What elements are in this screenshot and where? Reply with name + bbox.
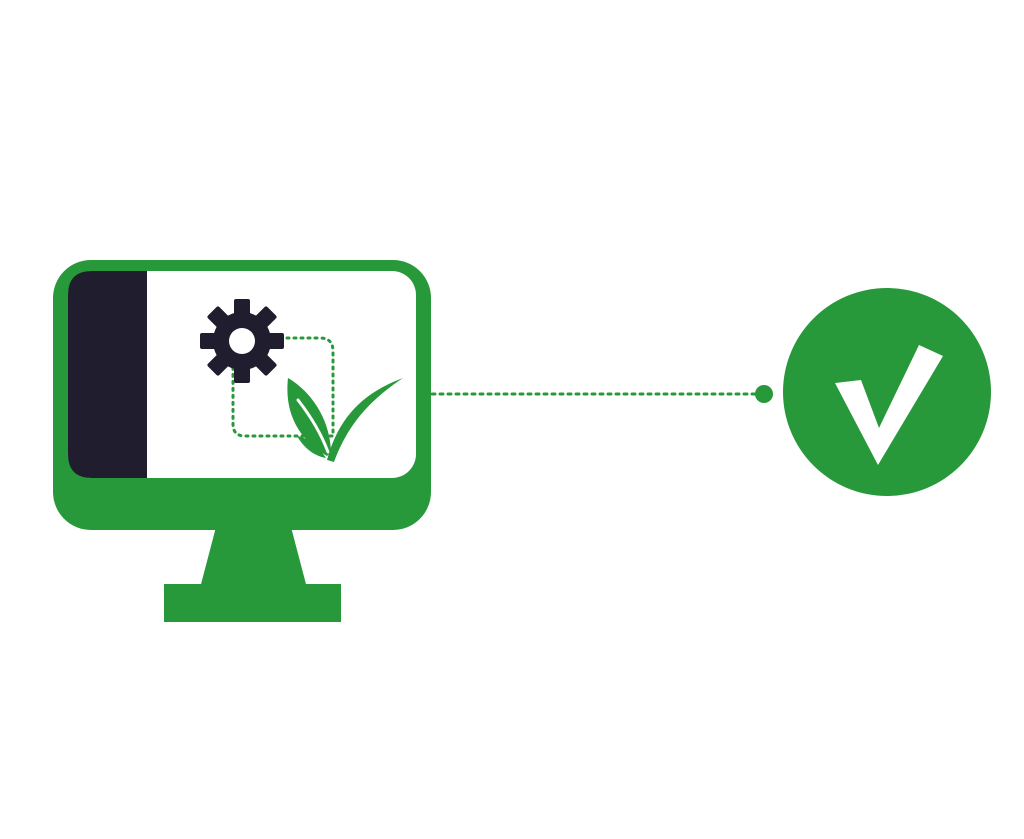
check-circle-icon <box>783 288 991 496</box>
screen-sidebar-panel <box>68 271 147 478</box>
monitor-stand-neck <box>200 527 307 588</box>
dotted-process-frame <box>231 336 335 438</box>
gear-icon <box>200 299 284 383</box>
monitor-stand-base <box>164 584 341 622</box>
connector-end-dot <box>755 385 773 403</box>
leaf-icon <box>287 378 403 462</box>
